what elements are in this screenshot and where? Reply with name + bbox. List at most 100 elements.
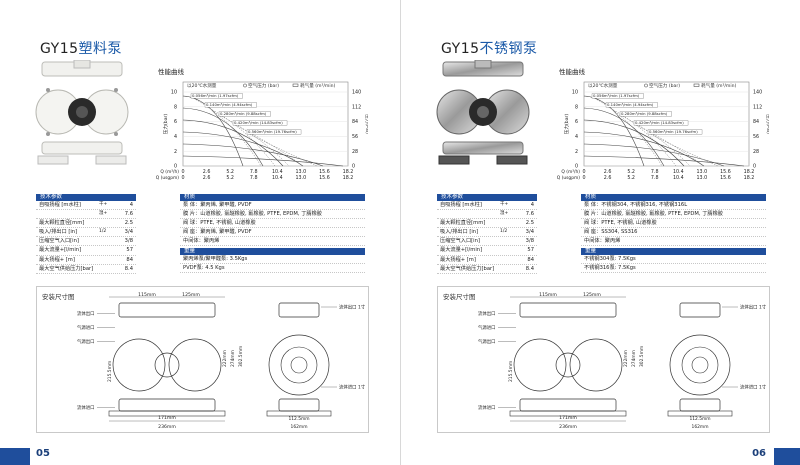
- port-label: 流体出口: [77, 310, 95, 317]
- y-left-tick: 8: [174, 104, 177, 110]
- curve-label: 0.140m³/min (4.94scfm): [607, 102, 654, 107]
- x-top-tick: 0: [181, 169, 184, 175]
- page-left: GY15塑料泵 性能曲线 以20℃水测量空气压力 (bar)耗气量 (m³/mi…: [0, 41, 369, 465]
- tech-sub: [99, 219, 115, 227]
- curve-label: 0.560m³/min (19.76scfm): [649, 129, 698, 134]
- tech-sub: [99, 265, 115, 273]
- dim-title: 安装尺寸图: [443, 293, 476, 301]
- tech-key: [437, 210, 500, 218]
- page-title: GY15塑料泵: [40, 41, 123, 57]
- front-bottom-manifold: [118, 398, 216, 412]
- dim-title: 安装尺寸图: [42, 293, 75, 301]
- tech-sub: [99, 256, 115, 264]
- front-chamber-left: [112, 338, 166, 392]
- consumption-curve: [633, 123, 705, 167]
- dim-bottom-2: 236mm: [559, 424, 577, 430]
- y-right-tick: 0: [753, 164, 756, 170]
- tech-value: 4: [530, 202, 534, 208]
- y-right-tick: 84: [352, 119, 358, 125]
- front-chamber-right: [168, 338, 222, 392]
- side-bottom: [278, 398, 320, 412]
- port-label-right: 流体进口 1寸: [740, 384, 767, 391]
- tech-value: 3/4: [525, 229, 534, 236]
- y-right-tick: 140: [352, 90, 361, 96]
- material-row: 阀 球：PTFE, 不锈钢, 山道橡胶: [180, 219, 365, 228]
- tech-key: 最大空气供给压力[bar]: [39, 265, 94, 272]
- port-label-right: 流体出口 1寸: [339, 304, 366, 311]
- tech-sub: 湿+: [99, 211, 108, 217]
- tech-key: [36, 210, 99, 218]
- dim-vertical-2: 222mm: [623, 350, 629, 367]
- y-left-tick: 10: [572, 90, 578, 96]
- dim-side-1: 112.5mm: [689, 416, 710, 422]
- y-left-tick: 4: [174, 134, 177, 140]
- tech-sub: 干+: [99, 202, 108, 207]
- x-top-tick: 5.2: [627, 169, 635, 175]
- side-inner: [280, 346, 318, 384]
- y-right-tick: 28: [753, 149, 759, 155]
- consumption-curve: [190, 96, 262, 167]
- x-top-tick: 7.8: [250, 169, 258, 175]
- y-left-tick: 0: [575, 164, 578, 170]
- curve-label-box: [619, 111, 672, 117]
- tech-row: 压缩空气入口[in]3/8: [437, 237, 537, 247]
- curve-label-box: [190, 93, 243, 99]
- tech-value: 3/4: [124, 229, 133, 236]
- tech-sub: [500, 219, 516, 227]
- y-left-tick: 8: [575, 104, 578, 110]
- x-bottom-tick: 5.2: [627, 175, 635, 181]
- tech-key: 自吸扬程 [m水柱]: [39, 202, 81, 208]
- weight-row: 不锈钢304泵: 7.5Kgs: [581, 255, 766, 264]
- tech-value: 57: [527, 247, 534, 254]
- y-right-tick: 112: [753, 104, 762, 110]
- x-top-tick: 10.4: [272, 169, 283, 175]
- tech-row: 最大颗粒直径[mm] 2.5: [36, 219, 136, 229]
- tech-sub: [500, 237, 516, 245]
- pressure-curve: [182, 95, 244, 167]
- side-inner: [681, 346, 719, 384]
- x-top-tick: 13.0: [697, 169, 708, 175]
- dim-top-1: 115mm: [138, 292, 156, 298]
- y-left-label: 压力(bar): [563, 114, 570, 135]
- pressure-curve: [583, 107, 665, 167]
- y-left-tick: 0: [174, 164, 177, 170]
- tech-value: 7.6: [124, 211, 133, 218]
- curve-label: 0.420m³/min (14.83scfm): [635, 120, 684, 125]
- pressure-curve: [583, 155, 745, 167]
- tech-sub: 1/2: [500, 229, 508, 235]
- x-unit-bottom: Q (usgpm): [557, 175, 580, 181]
- material-row: 膜 片：山道橡胶, 氯醚橡胶, 氟橡胶, PTFE, EPDM, 丁腈橡胶: [581, 210, 766, 219]
- x-bottom-tick: 0: [582, 175, 585, 181]
- consumption-curve: [647, 132, 719, 167]
- x-bottom-tick: 0: [181, 175, 184, 181]
- pressure-curve: [583, 95, 645, 167]
- material-row: 中间体：聚丙烯: [180, 237, 365, 246]
- curve-label: 0.056m³/min (1.97scfm): [192, 93, 239, 98]
- dim-vertical-2: 222mm: [222, 350, 228, 367]
- tech-row: 最大扬程+ [m]84: [36, 256, 136, 265]
- legend-air-pressure: 空气压力 (bar): [248, 82, 279, 89]
- front-center-block: [555, 352, 581, 378]
- weight-row: PVDF泵: 4.5 Kgs: [180, 264, 365, 273]
- tech-key: 最大颗粒直径[mm]: [39, 220, 85, 227]
- pressure-curve: [583, 119, 685, 167]
- front-top-manifold: [519, 302, 617, 318]
- tech-value: 8.4: [525, 265, 534, 272]
- pressure-curve: [182, 155, 344, 167]
- tech-key: 最大扬程+ [m]: [440, 256, 476, 263]
- tech-value: 2.5: [124, 220, 133, 227]
- tech-row: 最大空气供给压力[bar]8.4: [437, 265, 537, 274]
- legend-air-icon: [644, 83, 648, 88]
- page-right: GY15不锈钢泵 性能曲线 以20℃水测量空气压力 (bar)耗气量 (m³/m…: [400, 0, 800, 465]
- x-top-tick: 5.2: [226, 169, 234, 175]
- y-right-label: 压力(PSI): [364, 114, 368, 134]
- y-right-tick: 28: [352, 149, 358, 155]
- front-chamber-right: [569, 338, 623, 392]
- weight-row: 不锈钢316泵: 7.5Kgs: [581, 264, 766, 273]
- legend-air-icon: [243, 83, 247, 88]
- material-row: 中间体：聚丙烯: [581, 237, 766, 246]
- pressure-curve: [182, 143, 324, 167]
